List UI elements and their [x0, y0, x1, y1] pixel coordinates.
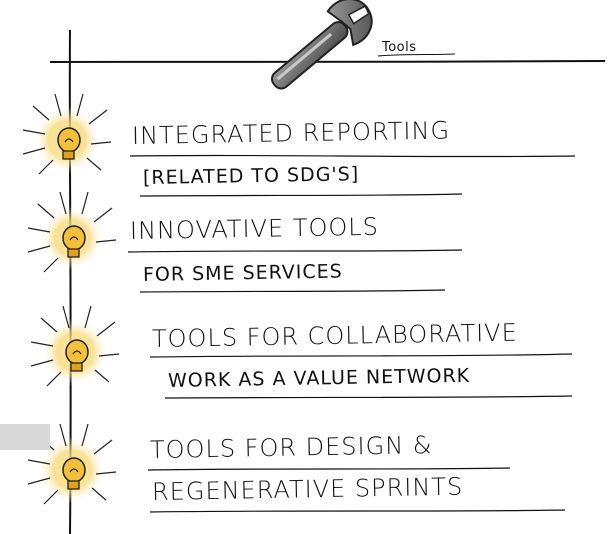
item-1-underline-1	[129, 154, 576, 158]
item-2-line-1: Innovative Tools	[129, 212, 380, 245]
top-rule-line	[49, 60, 606, 63]
grey-side-tab	[0, 424, 50, 450]
lightbulb-icon	[27, 423, 117, 505]
item-2-line-2: for SME Services	[142, 260, 343, 286]
item-1-underline-2	[139, 193, 463, 197]
item-4-underline-1	[147, 467, 511, 471]
lightbulb-icon	[22, 93, 112, 175]
item-1-line-2: [Related to SDG's]	[142, 163, 360, 189]
wrench-icon	[270, 0, 373, 90]
item-2-underline-1	[127, 249, 463, 253]
item-4-underline-2	[149, 509, 566, 513]
lightbulb-icon	[27, 191, 117, 273]
item-4-line-2: Regenerative Sprints	[151, 472, 464, 506]
item-3-underline-2	[164, 395, 573, 399]
item-4-line-1: Tools for Design &	[149, 431, 433, 464]
tools-label: Tools	[382, 40, 417, 55]
item-3-underline-1	[149, 353, 573, 358]
tools-underline	[377, 53, 456, 57]
item-1-line-1: Integrated Reporting	[131, 116, 451, 150]
item-2-underline-2	[139, 289, 446, 293]
lightbulb-icon	[30, 305, 120, 387]
